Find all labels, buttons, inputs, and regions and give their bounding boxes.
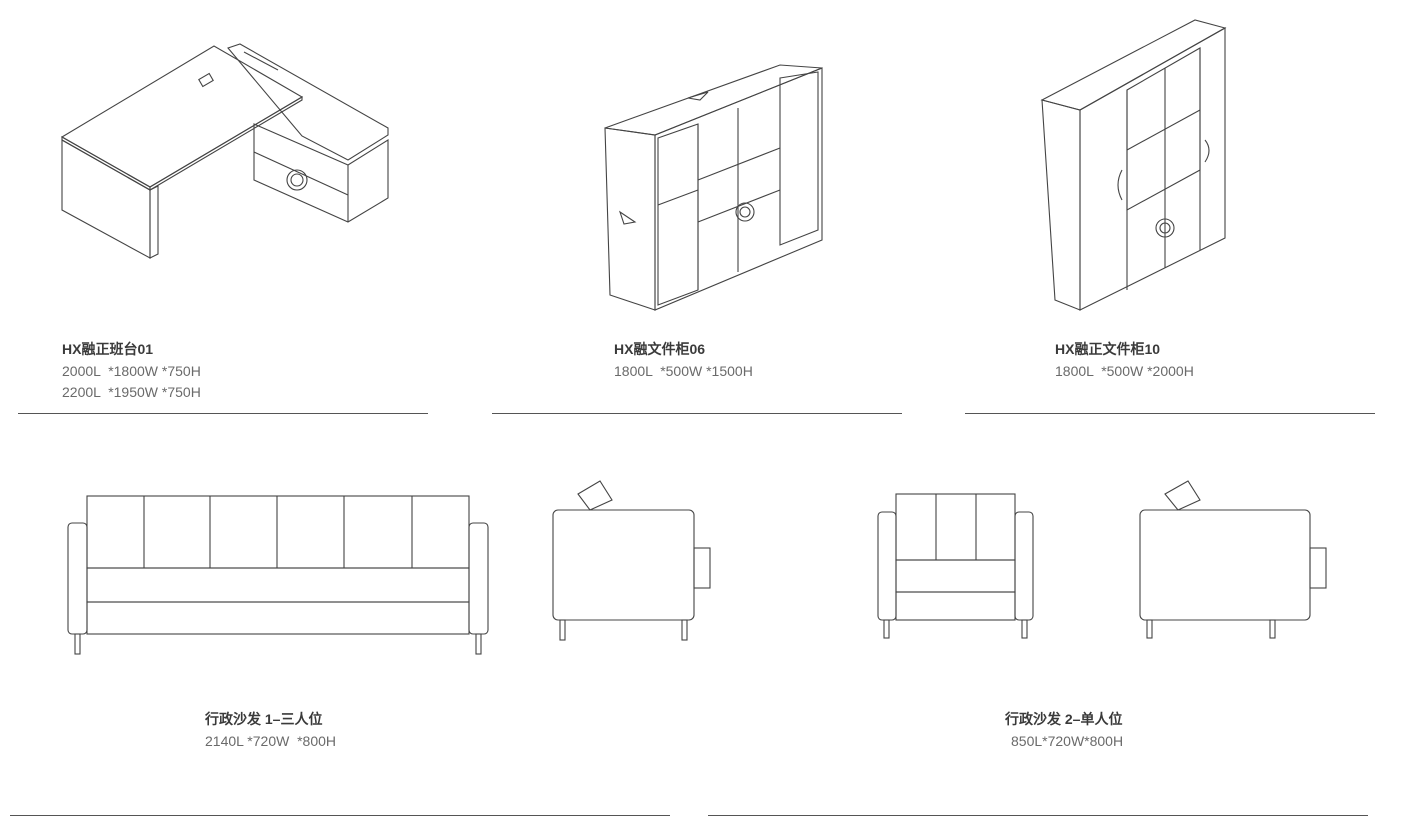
- divider: [10, 815, 670, 816]
- product-name: HX融正班台01: [62, 341, 154, 357]
- product-spec: 850L*720W*800H: [1011, 733, 1124, 749]
- product-name: HX融文件柜06: [614, 341, 706, 357]
- product-card-cabinet-10: HX融正文件柜10 1800L *500W *2000H: [1055, 339, 1194, 382]
- product-name: HX融正文件柜10: [1055, 341, 1161, 357]
- product-spec: 2200L *1950W *750H: [62, 384, 201, 400]
- product-name: 行政沙发 2–单人位: [1005, 711, 1123, 727]
- product-spec: 2140L *720W *800H: [205, 733, 337, 749]
- product-card-sofa-single: 行政沙发 2–单人位 850L*720W*800H: [1005, 709, 1123, 752]
- divider: [492, 413, 902, 414]
- single-sofa-front-drawing: [877, 493, 1034, 639]
- executive-desk-drawing: [60, 43, 389, 259]
- file-cabinet-06-drawing: [604, 64, 823, 311]
- product-card-sofa-three-seat: 行政沙发 1–三人位 2140L *720W *800H: [205, 709, 336, 752]
- divider: [18, 413, 428, 414]
- product-spec: 2000L *1800W *750H: [62, 363, 201, 379]
- divider: [965, 413, 1375, 414]
- three-seat-sofa-front-drawing: [67, 495, 489, 655]
- divider: [708, 815, 1368, 816]
- product-card-cabinet-06: HX融文件柜06 1800L *500W *1500H: [614, 339, 753, 382]
- file-cabinet-10-drawing: [1040, 19, 1227, 311]
- product-spec: 1800L *500W *1500H: [614, 363, 753, 379]
- three-seat-sofa-side-drawing: [552, 480, 711, 641]
- single-sofa-side-drawing: [1139, 480, 1327, 639]
- product-card-desk-01: HX融正班台01 2000L *1800W *750H 2200L *1950W…: [62, 339, 201, 403]
- product-spec: 1800L *500W *2000H: [1055, 363, 1194, 379]
- product-name: 行政沙发 1–三人位: [205, 711, 323, 727]
